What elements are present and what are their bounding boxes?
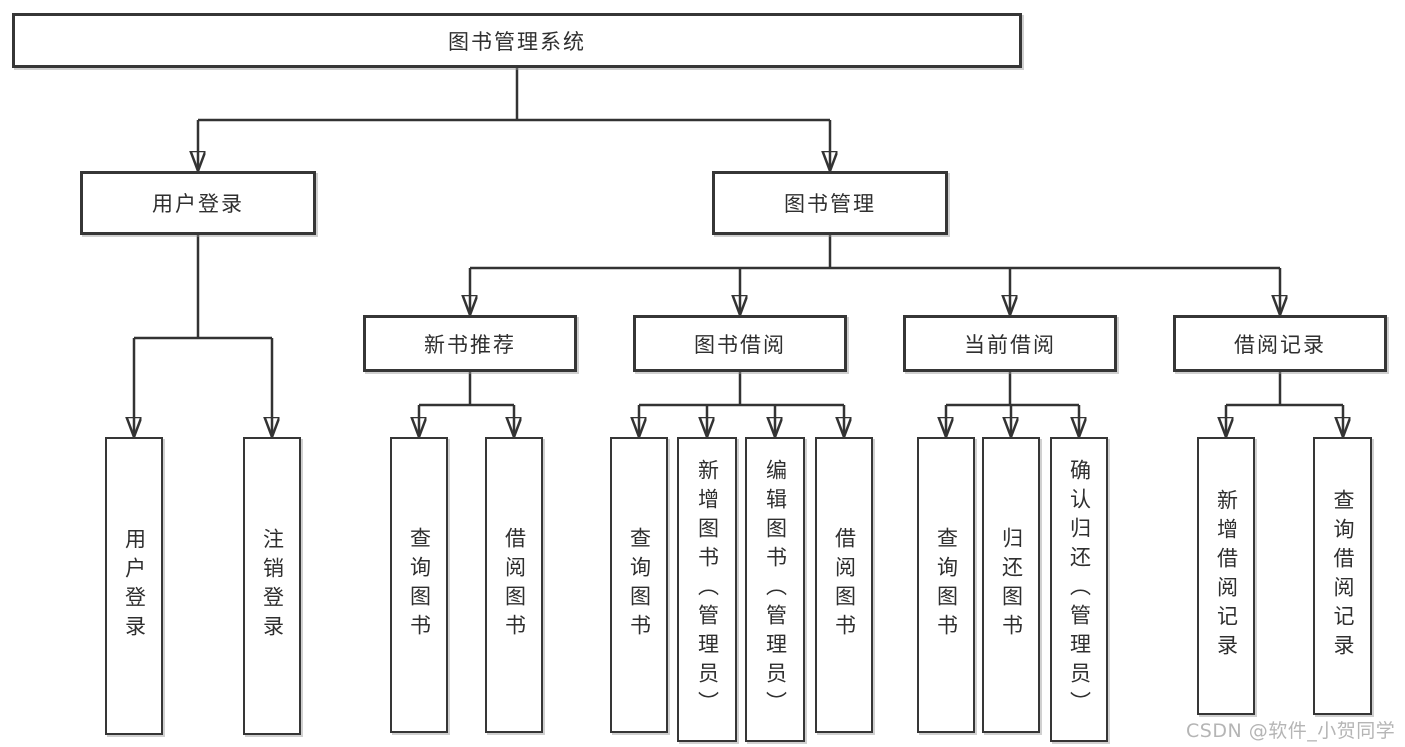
node-add-book-admin: 新增图书（管理员） <box>677 437 737 742</box>
connector-book-mgmt-to-level3 <box>470 235 1280 315</box>
connector-user-login-children <box>134 235 272 437</box>
node-query-borrow-record: 查询借阅记录 <box>1313 437 1372 715</box>
node-label: 查询借阅记录 <box>1331 489 1355 663</box>
node-user-login: 用户登录 <box>105 437 163 735</box>
node-add-borrow-record: 新增借阅记录 <box>1197 437 1255 715</box>
node-user-login-group: 用户登录 <box>80 171 316 235</box>
node-label: 确认归还（管理员） <box>1067 459 1092 720</box>
node-label: 归还图书 <box>999 527 1024 643</box>
connector-new-book-children <box>419 372 514 437</box>
node-logout: 注销登录 <box>243 437 301 735</box>
node-label: 新增借阅记录 <box>1214 489 1239 663</box>
node-label: 借阅记录 <box>1234 332 1326 357</box>
connector-current-borrow-children <box>946 372 1079 437</box>
node-borrow-record: 借阅记录 <box>1173 315 1387 372</box>
node-current-borrow: 当前借阅 <box>903 315 1117 372</box>
node-label: 图书管理系统 <box>448 29 586 54</box>
node-new-book-recommend: 新书推荐 <box>363 315 577 372</box>
node-label: 查询图书 <box>627 527 652 643</box>
node-return-book: 归还图书 <box>982 437 1040 733</box>
csdn-watermark: CSDN @软件_小贺同学 <box>1186 720 1396 742</box>
node-confirm-return-admin: 确认归还（管理员） <box>1050 437 1108 742</box>
node-borrow-book: 借阅图书 <box>815 437 873 733</box>
node-label: 图书借阅 <box>694 332 786 357</box>
node-borrow-book-recommend: 借阅图书 <box>485 437 543 733</box>
node-book-borrow: 图书借阅 <box>633 315 847 372</box>
node-query-book-current: 查询图书 <box>917 437 975 733</box>
connector-root-to-level2 <box>198 68 830 171</box>
node-label: 借阅图书 <box>502 527 527 643</box>
connector-borrow-record-children <box>1226 372 1343 437</box>
connector-book-borrow-children <box>639 372 844 437</box>
node-label: 当前借阅 <box>964 332 1056 357</box>
node-query-book-recommend: 查询图书 <box>390 437 448 733</box>
node-label: 用户登录 <box>152 192 244 216</box>
node-label: 编辑图书（管理员） <box>763 459 788 720</box>
node-library-management-system: 图书管理系统 <box>12 13 1022 68</box>
node-edit-book-admin: 编辑图书（管理员） <box>745 437 805 742</box>
node-label: 借阅图书 <box>832 527 857 643</box>
node-query-book-borrow: 查询图书 <box>610 437 668 733</box>
node-label: 图书管理 <box>784 192 876 216</box>
node-label: 查询图书 <box>407 527 432 643</box>
node-label: 用户登录 <box>122 528 147 644</box>
node-label: 新书推荐 <box>424 332 516 357</box>
node-book-management: 图书管理 <box>712 171 948 235</box>
node-label: 新增图书（管理员） <box>695 459 720 720</box>
node-label: 注销登录 <box>260 528 285 644</box>
node-label: 查询图书 <box>934 527 959 643</box>
